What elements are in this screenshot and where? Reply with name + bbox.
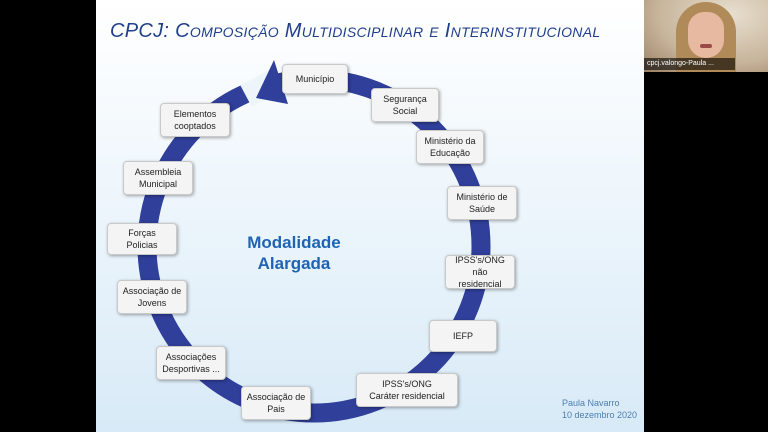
participant-name-label: cpcj.valongo-Paula ... bbox=[644, 58, 735, 70]
presentation-slide: CPCJ: Composição Multidisciplinar e Inte… bbox=[96, 0, 644, 432]
item-elementos-cooptados: Elementos cooptados bbox=[160, 103, 230, 137]
author-credit: Paula Navarro 10 dezembro 2020 bbox=[562, 398, 638, 420]
item-seguranca-social: Segurança Social bbox=[371, 88, 439, 122]
item-associacao-jovens: Associação de Jovens bbox=[117, 280, 187, 314]
center-label: Modalidade Alargada bbox=[247, 233, 341, 273]
item-associacoes-desportivas: Associações Desportivas ... bbox=[156, 346, 226, 380]
item-ipss-residencial: IPSS's/ONG Caráter residencial bbox=[356, 373, 458, 407]
item-forcas-policias: Forças Policias bbox=[107, 223, 177, 255]
item-assembleia-municipal: Assembleia Municipal bbox=[123, 161, 193, 195]
item-ministerio-saude: Ministério de Saúde bbox=[447, 186, 517, 220]
slide-title: CPCJ: Composição Multidisciplinar e Inte… bbox=[110, 20, 601, 42]
ring-arrowhead-icon bbox=[256, 60, 288, 104]
participant-mouth bbox=[700, 44, 712, 48]
item-ministerio-educacao: Ministério da Educação bbox=[416, 130, 484, 164]
item-iefp: IEFP bbox=[429, 320, 497, 352]
item-ipss-nao-residencial: IPSS's/ONG não residencial bbox=[445, 255, 515, 289]
item-associacao-pais: Associação de Pais bbox=[241, 386, 311, 420]
item-municipio: Município bbox=[282, 64, 348, 94]
webcam-tile[interactable]: cpcj.valongo-Paula ... bbox=[644, 0, 768, 72]
participant-face bbox=[688, 12, 724, 58]
